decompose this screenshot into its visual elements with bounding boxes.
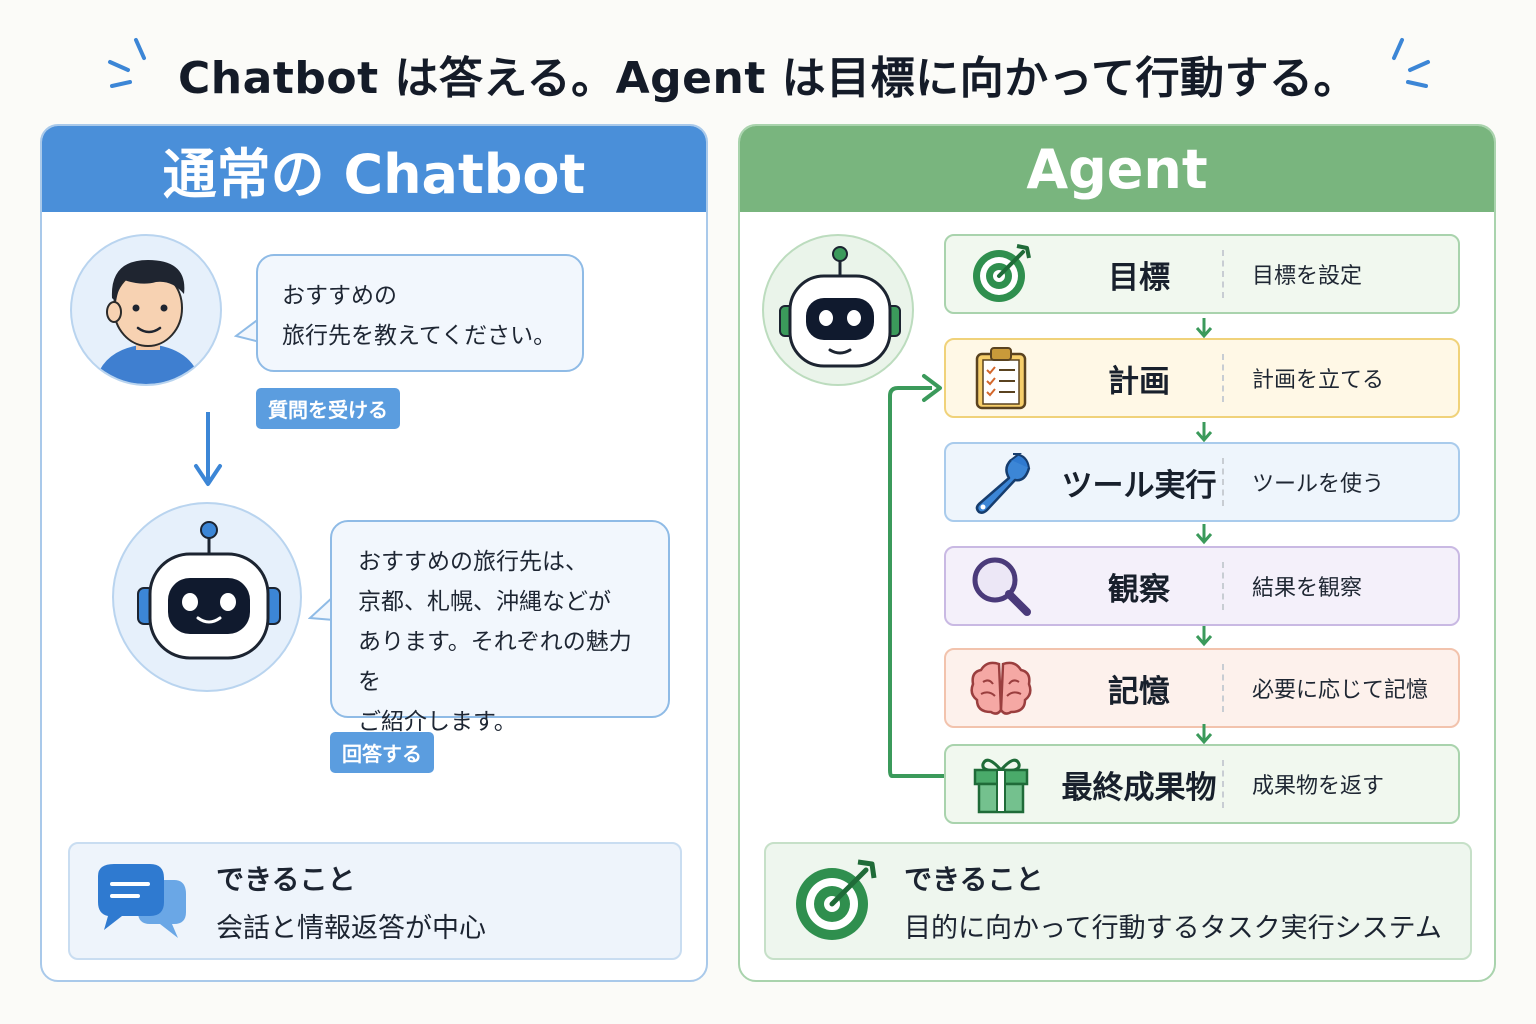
step-desc: 結果を観察 <box>1252 576 1363 601</box>
step-label: 計画 <box>1108 363 1170 400</box>
robot-icon <box>137 521 281 660</box>
brain-icon <box>970 661 1032 715</box>
robot-icon <box>779 246 901 368</box>
step-down-arrow-icon <box>1195 524 1213 545</box>
chatbot-panel: 通常の Chatbot おすすめの 旅行先を教えてください。 質問を受ける <box>40 124 708 982</box>
bot-message-line: ご紹介します。 <box>358 709 517 735</box>
person-icon <box>94 260 202 384</box>
chatbot-header: 通常の Chatbot <box>42 126 706 212</box>
step-tool: ツール実行 ツールを使う <box>944 442 1460 522</box>
magnifier-icon <box>972 557 1031 616</box>
bot-message-line: 京都、札幌、沖縄などが <box>358 589 611 615</box>
summary-body: 目的に向かって行動するタスク実行システム <box>904 912 1442 944</box>
step-output: 最終成果物 成果物を返す <box>944 744 1460 824</box>
burst-right-icon <box>1392 38 1430 88</box>
user-avatar <box>70 234 222 386</box>
chatbot-summary: できること 会話と情報返答が中心 <box>68 842 682 960</box>
step-desc: 目標を設定 <box>1252 264 1363 289</box>
page-title: Chatbot は答える。Agent は目標に向かって行動する。 <box>178 53 1358 104</box>
bot-message-bubble: おすすめの旅行先は、 京都、札幌、沖縄などが あります。それぞれの魅力を ご紹介… <box>330 520 670 735</box>
user-message-bubble: おすすめの 旅行先を教えてください。 <box>256 254 584 372</box>
divider <box>1222 354 1224 402</box>
step-desc: 計画を立てる <box>1252 368 1385 393</box>
agent-avatar <box>762 234 914 386</box>
divider <box>1222 562 1224 610</box>
step-down-arrow-icon <box>1195 422 1213 443</box>
down-arrow-icon <box>194 412 222 486</box>
step-down-arrow-icon <box>1195 626 1213 647</box>
summary-title: できること <box>904 862 1044 896</box>
divider <box>1222 250 1224 298</box>
step-label: ツール実行 <box>1061 467 1217 504</box>
step-label: 目標 <box>1108 259 1170 296</box>
step-label: 記憶 <box>1108 673 1170 710</box>
agent-header: Agent <box>740 126 1494 212</box>
gift-icon <box>973 758 1029 814</box>
tag-answer: 回答する <box>330 732 434 773</box>
bot-message-line: あります。それぞれの魅力を <box>358 629 632 695</box>
summary-title: できること <box>216 862 356 896</box>
tag-question: 質問を受ける <box>256 388 400 429</box>
target-icon <box>973 244 1031 302</box>
wrench-icon <box>975 453 1031 514</box>
user-message-line: 旅行先を教えてください。 <box>282 323 557 349</box>
bot-avatar <box>112 502 302 692</box>
step-plan: 計画 計画を立てる <box>944 338 1460 418</box>
summary-body: 会話と情報返答が中心 <box>216 912 486 944</box>
bot-message-line: おすすめの旅行先は、 <box>358 549 588 575</box>
step-desc: 成果物を返す <box>1252 774 1385 799</box>
target-icon <box>796 859 877 940</box>
step-down-arrow-icon <box>1195 318 1213 339</box>
step-desc: ツールを使う <box>1252 472 1385 497</box>
agent-panel: Agent <box>738 124 1496 982</box>
bubble-tail <box>234 317 260 343</box>
step-label: 観察 <box>1108 571 1170 608</box>
step-observe: 観察 結果を観察 <box>944 546 1460 626</box>
agent-summary: できること 目的に向かって行動するタスク実行システム <box>764 842 1472 960</box>
divider <box>1222 760 1224 808</box>
bubble-tail <box>308 595 334 621</box>
user-message-line: おすすめの <box>282 283 397 309</box>
chat-bubbles-icon <box>98 864 186 938</box>
step-desc: 必要に応じて記憶 <box>1252 678 1429 703</box>
burst-left-icon <box>108 38 146 88</box>
clipboard-icon <box>975 347 1027 410</box>
step-down-arrow-icon <box>1195 724 1213 745</box>
step-label: 最終成果物 <box>1061 769 1217 806</box>
step-memory: 記憶 必要に応じて記憶 <box>944 648 1460 728</box>
step-goal: 目標 目標を設定 <box>944 234 1460 314</box>
divider <box>1222 664 1224 712</box>
divider <box>1222 458 1224 506</box>
loop-arrow-icon <box>888 374 944 778</box>
